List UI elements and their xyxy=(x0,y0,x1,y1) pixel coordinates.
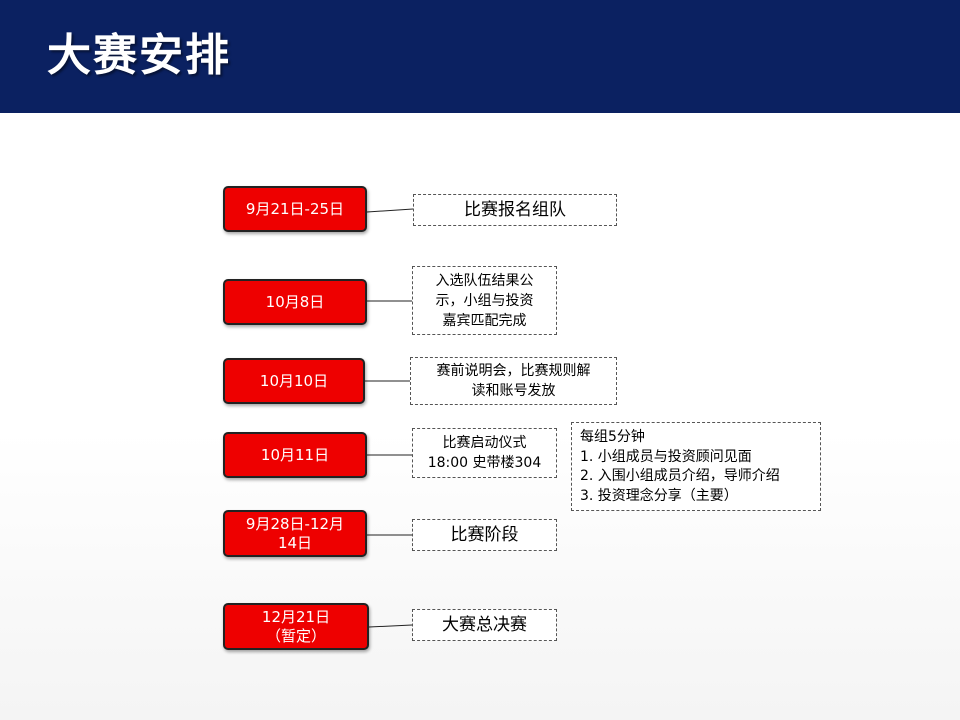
date-box-1: 9月21日-25日 xyxy=(223,186,367,232)
event-box-6: 大赛总决赛 xyxy=(412,609,557,641)
date-box-2: 10月8日 xyxy=(223,279,367,325)
event-box-2: 入选队伍结果公 示，小组与投资 嘉宾匹配完成 xyxy=(412,266,557,335)
kickoff-agenda-note: 每组5分钟 1. 小组成员与投资顾问见面 2. 入围小组成员介绍，导师介绍 3.… xyxy=(571,422,821,511)
connector-line-1 xyxy=(366,208,414,213)
date-box-6: 12月21日 （暂定） xyxy=(223,603,369,650)
agenda-item-2: 2. 入围小组成员介绍，导师介绍 xyxy=(580,468,780,484)
event-box-5: 比赛阶段 xyxy=(412,519,557,551)
agenda-item-1: 1. 小组成员与投资顾问见面 xyxy=(580,448,752,465)
event-box-1: 比赛报名组队 xyxy=(413,194,617,226)
connector-line-6 xyxy=(368,624,413,628)
date-box-5: 9月28日-12月 14日 xyxy=(223,510,367,557)
event-box-4: 比赛启动仪式 18:00 史带楼304 xyxy=(412,428,557,478)
header-bar xyxy=(0,0,960,113)
date-box-4: 10月11日 xyxy=(223,432,367,478)
agenda-item-3: 3. 投资理念分享（主要） xyxy=(580,487,738,504)
event-box-3: 赛前说明会，比赛规则解 读和账号发放 xyxy=(410,357,617,405)
slide-title: 大赛安排 xyxy=(47,30,231,81)
date-box-3: 10月10日 xyxy=(223,358,365,404)
agenda-heading: 每组5分钟 xyxy=(580,429,645,445)
